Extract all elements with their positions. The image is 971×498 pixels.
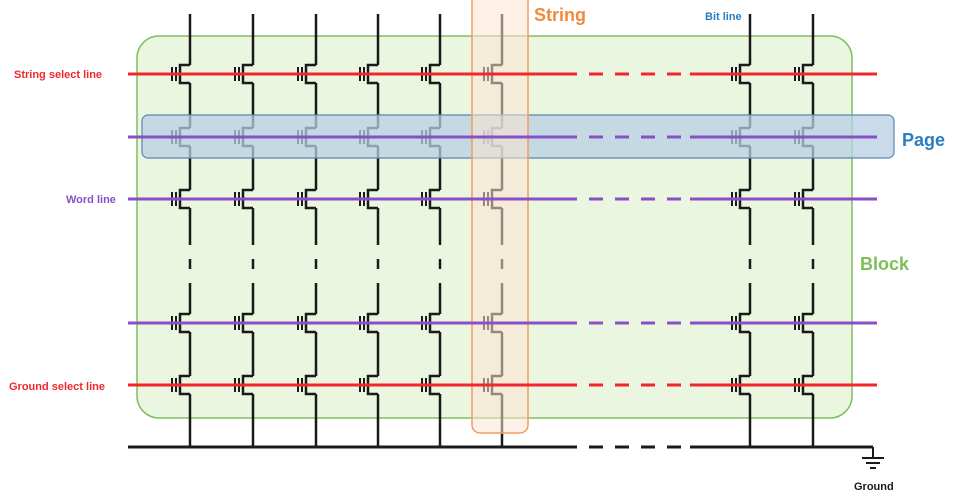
ground-select-line-label: Ground select line: [9, 381, 105, 393]
ground-symbol: [862, 447, 884, 469]
bit-line-label: Bit line: [705, 11, 742, 23]
block-label: Block: [860, 254, 910, 274]
word-line-label: Word line: [66, 194, 116, 206]
string-select-line-label: String select line: [14, 69, 102, 81]
string-label: String: [534, 5, 586, 25]
page-label: Page: [902, 130, 945, 150]
ground-label: Ground: [854, 481, 894, 493]
horizontal-lines: [128, 72, 877, 387]
string-region: [471, 0, 529, 434]
